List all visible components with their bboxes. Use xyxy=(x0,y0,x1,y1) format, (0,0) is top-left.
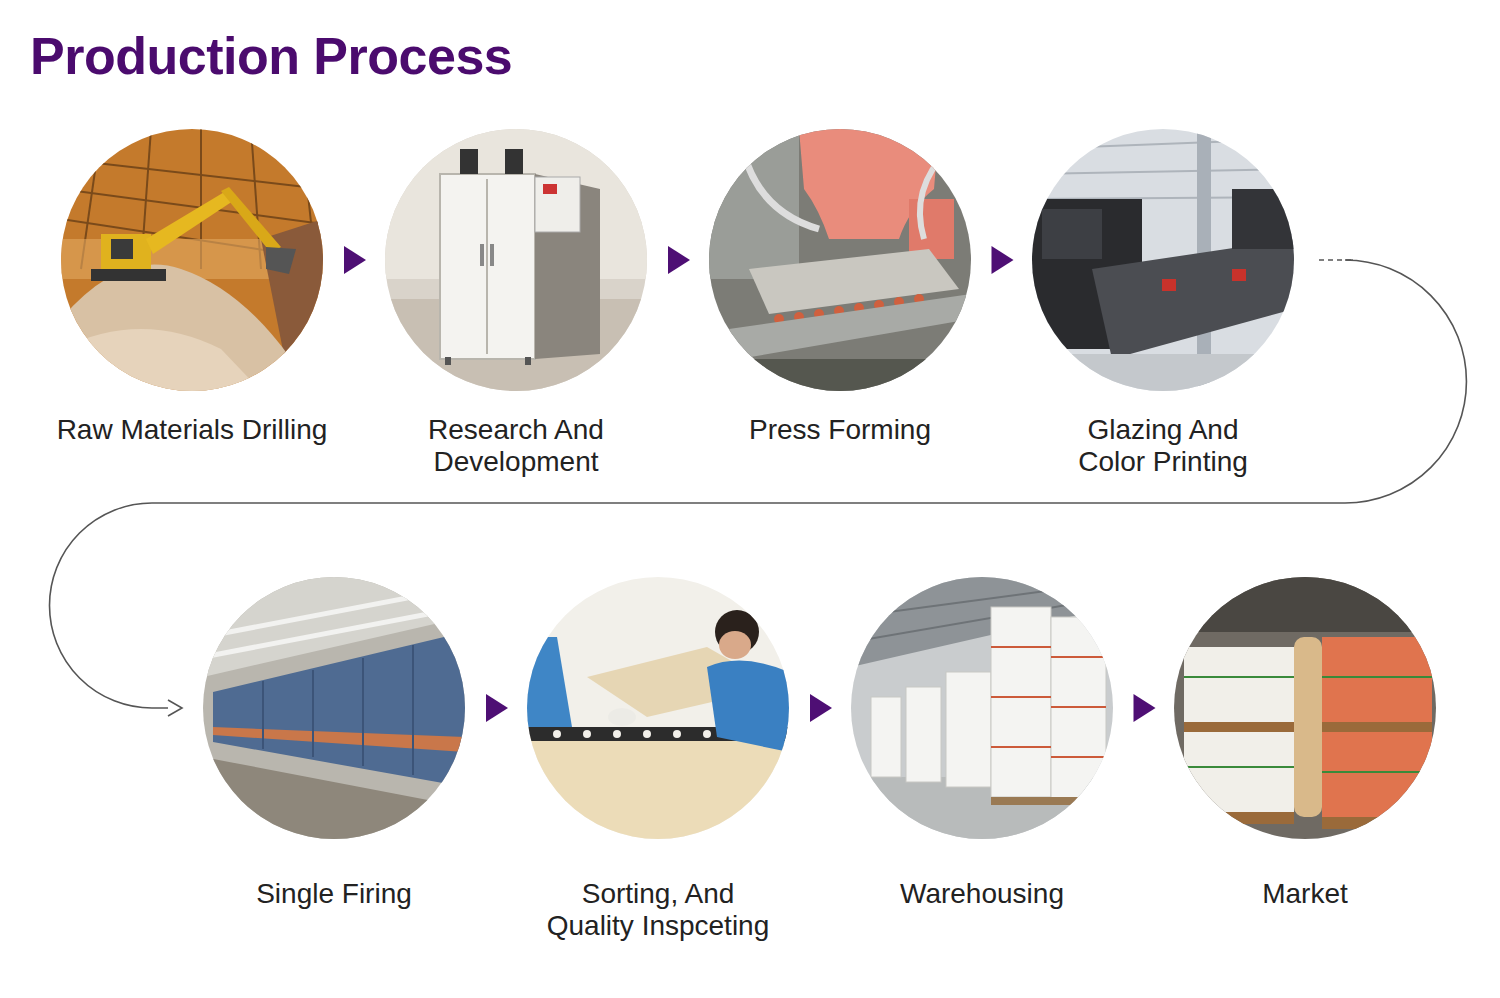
step-label: Research And Development xyxy=(416,414,616,478)
arrowhead xyxy=(486,694,508,722)
arrowhead xyxy=(810,694,832,722)
flow-arrow xyxy=(1134,694,1156,722)
process-step: Glazing And Color Printing xyxy=(1013,129,1313,478)
step-label: Market xyxy=(1155,878,1455,910)
flow-arrow xyxy=(992,246,1014,274)
step-label: Warehousing xyxy=(832,878,1132,910)
process-step: Single Firing xyxy=(184,577,484,910)
flow-arrow xyxy=(810,694,832,722)
flow-arrow xyxy=(344,246,366,274)
process-step: Raw Materials Drilling xyxy=(42,129,342,446)
sorting-photo xyxy=(527,577,789,839)
process-step: Press Forming xyxy=(690,129,990,446)
flow-arrow xyxy=(668,246,690,274)
sorting-illustration xyxy=(527,577,789,839)
press-illustration xyxy=(709,129,971,391)
arrowhead xyxy=(668,246,690,274)
warehouse-illustration xyxy=(851,577,1113,839)
shipping-photo xyxy=(1174,577,1436,839)
step-label: Sorting, And Quality Inspceting xyxy=(538,878,778,942)
process-step: Warehousing xyxy=(832,577,1132,910)
step-label: Glazing And Color Printing xyxy=(1063,414,1263,478)
flow-arrow xyxy=(486,694,508,722)
step-label: Single Firing xyxy=(184,878,484,910)
arrowhead xyxy=(1134,694,1156,722)
step-label: Raw Materials Drilling xyxy=(42,414,342,446)
printer-illustration xyxy=(1032,129,1294,391)
diagram-title: Production Process xyxy=(30,26,512,86)
kiln-illustration xyxy=(203,577,465,839)
process-step: Market xyxy=(1155,577,1455,910)
kiln-photo xyxy=(203,577,465,839)
warehouse-photo xyxy=(851,577,1113,839)
oven-illustration xyxy=(385,129,647,391)
shipping-illustration xyxy=(1174,577,1436,839)
arrowhead xyxy=(992,246,1014,274)
process-step: Sorting, And Quality Inspceting xyxy=(508,577,808,942)
process-step: Research And Development xyxy=(366,129,666,478)
excavator-photo xyxy=(61,129,323,391)
printer-photo xyxy=(1032,129,1294,391)
press-photo xyxy=(709,129,971,391)
oven-photo xyxy=(385,129,647,391)
excavator-illustration xyxy=(61,129,323,391)
step-label: Press Forming xyxy=(690,414,990,446)
arrowhead xyxy=(344,246,366,274)
